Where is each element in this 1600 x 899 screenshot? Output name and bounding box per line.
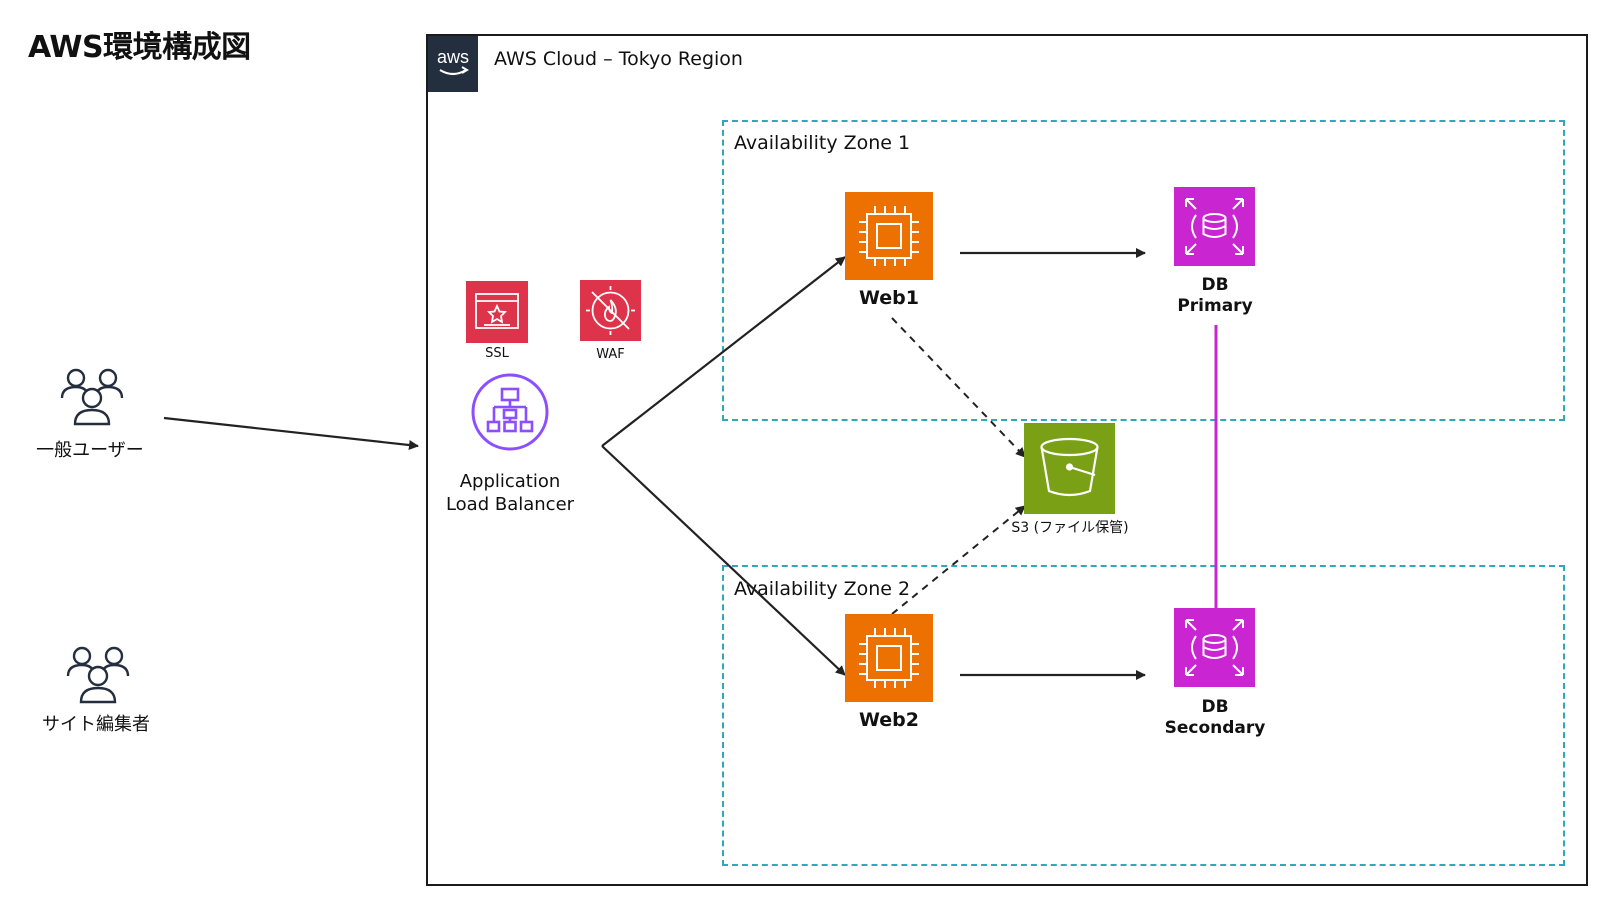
db-primary-label-line2: Primary (1177, 296, 1253, 316)
cloud-region-label: AWS Cloud – Tokyo Region (494, 48, 743, 70)
waf-label: WAF (596, 347, 625, 362)
alb-label: Application Load Balancer (430, 470, 590, 516)
db-secondary-service (1174, 608, 1255, 687)
ssl-service (466, 281, 528, 343)
aws-logo-text: aws (437, 47, 469, 67)
users-icon (60, 368, 124, 426)
rds-database-icon (1174, 608, 1255, 687)
db-secondary-label: DB Secondary (1140, 697, 1290, 739)
db-primary-service (1174, 187, 1255, 266)
aws-cloud-group (426, 34, 1588, 886)
web1-label: Web1 (859, 287, 919, 309)
alb-service (470, 372, 550, 452)
db-secondary-label-line1: DB (1201, 697, 1229, 717)
web2-label: Web2 (859, 709, 919, 731)
alb-label-line1: Application (459, 471, 561, 492)
site-editor-actor (64, 644, 132, 706)
general-user-label: 一般ユーザー (36, 440, 144, 461)
availability-zone-1-label: Availability Zone 1 (734, 132, 911, 154)
s3-label: S3 (ファイル保管) (1011, 520, 1129, 536)
db-primary-label-line1: DB (1201, 275, 1229, 295)
ec2-instance-icon (845, 192, 933, 280)
users-icon (66, 646, 130, 704)
ssl-label: SSL (485, 346, 509, 361)
rds-database-icon (1174, 187, 1255, 266)
general-user-actor (58, 366, 126, 428)
s3-service (1024, 423, 1115, 514)
availability-zone-2 (722, 565, 1565, 866)
waf-service (580, 280, 641, 341)
site-editor-label: サイト編集者 (42, 714, 150, 735)
alb-label-line2: Load Balancer (445, 494, 575, 515)
page-title: AWS環境構成図 (28, 30, 251, 65)
db-primary-label: DB Primary (1150, 275, 1280, 317)
load-balancer-icon (471, 373, 549, 451)
db-secondary-label-line2: Secondary (1164, 718, 1266, 738)
aws-logo-icon: aws (428, 36, 478, 92)
s3-bucket-icon (1024, 423, 1115, 514)
availability-zone-2-label: Availability Zone 2 (734, 578, 911, 600)
arrow-user-to-alb (163, 416, 419, 450)
ec2-instance-icon (845, 614, 933, 702)
web1-service (845, 192, 933, 280)
certificate-icon (466, 281, 528, 343)
web2-service (845, 614, 933, 702)
firewall-icon (580, 280, 641, 341)
